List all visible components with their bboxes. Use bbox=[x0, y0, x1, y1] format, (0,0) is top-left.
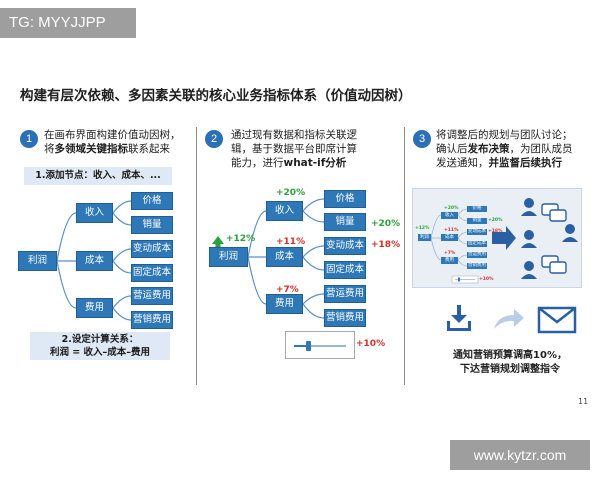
step-1-note-add-nodes: 1.添加节点：收入、成本、... bbox=[24, 167, 172, 185]
node-revenue[interactable]: 收入 bbox=[76, 203, 113, 223]
mini-node-marketing-expense: 营销费用 bbox=[467, 263, 487, 269]
mini-volume-change: +20% bbox=[488, 218, 503, 223]
step-3-line-1: 将调整后的规划与团队讨论； bbox=[436, 129, 573, 141]
notification-caption-line-2: 下达营销规划调整指令 bbox=[460, 364, 560, 375]
step-2-badge: 2 bbox=[205, 130, 223, 148]
step-2-line-1: 通过现有数据和指标关联逻 bbox=[231, 129, 357, 141]
mini-node-operating-expense: 营运费用 bbox=[467, 252, 487, 258]
page-number: 11 bbox=[578, 397, 589, 406]
mini-node-revenue: 收入 bbox=[441, 212, 458, 219]
whatif-node-operating-expense[interactable]: 营运费用 bbox=[324, 285, 366, 303]
mail-icon bbox=[537, 306, 577, 334]
mini-cost-change: +11% bbox=[444, 228, 459, 233]
variable-cost-change: +18% bbox=[371, 240, 401, 250]
volume-change: +20% bbox=[371, 219, 401, 229]
share-arrow-icon bbox=[494, 309, 524, 329]
step-2-description: 通过现有数据和指标关联逻 辑，基于数据平台即席计算 能力，进行what-if分析 bbox=[231, 128, 357, 170]
node-cost[interactable]: 成本 bbox=[76, 251, 113, 271]
node-profit[interactable]: 利润 bbox=[18, 251, 57, 271]
slider-fill bbox=[294, 345, 308, 347]
whatif-node-profit[interactable]: 利润 bbox=[209, 247, 248, 267]
node-variable-cost[interactable]: 变动成本 bbox=[131, 240, 173, 258]
whatif-node-volume[interactable]: 销量 bbox=[324, 213, 366, 231]
mini-node-price: 价格 bbox=[467, 206, 487, 212]
mini-node-variable-cost: 变动成本 bbox=[467, 229, 487, 235]
step-1-note-calc: 2.设定计算关系： 利润 = 收入–成本–费用 bbox=[30, 332, 170, 360]
step-1-line-1: 在画布界面构建价值动因树， bbox=[44, 129, 181, 141]
download-icon bbox=[447, 305, 471, 331]
step-1-badge: 1 bbox=[20, 130, 38, 148]
mini-profit-change: +12% bbox=[415, 226, 430, 231]
slider-handle[interactable] bbox=[306, 341, 311, 351]
watermark-bottom: www.kytzr.com bbox=[450, 440, 590, 470]
whatif-node-fixed-cost[interactable]: 固定成本 bbox=[324, 261, 366, 279]
node-price[interactable]: 价格 bbox=[131, 192, 173, 210]
step-2-line-3: 能力，进行what-if分析 bbox=[231, 157, 347, 169]
whatif-node-revenue[interactable]: 收入 bbox=[266, 201, 303, 221]
mini-node-fixed-cost: 固定成本 bbox=[467, 241, 487, 247]
mini-node-volume: 销量 bbox=[467, 218, 487, 224]
mini-marketing-change: +10% bbox=[479, 277, 494, 282]
notification-caption-line-1: 通知营销预算调高10%， bbox=[453, 350, 567, 361]
node-volume[interactable]: 销量 bbox=[131, 216, 173, 234]
cost-change: +11% bbox=[276, 237, 306, 247]
mini-revenue-change: +20% bbox=[444, 206, 459, 211]
node-operating-expense[interactable]: 营运费用 bbox=[131, 287, 173, 305]
step-2-line-2: 辑，基于数据平台即席计算 bbox=[231, 143, 357, 155]
mini-node-profit: 利润 bbox=[418, 234, 431, 241]
whatif-node-cost[interactable]: 成本 bbox=[266, 247, 303, 267]
whatif-node-variable-cost[interactable]: 变动成本 bbox=[324, 237, 366, 255]
step-1-description: 在画布界面构建价值动因树， 将多领域关键指标联系起来 bbox=[44, 128, 181, 156]
mini-expense-change: +7% bbox=[444, 251, 456, 256]
notification-caption: 通知营销预算调高10%， 下达营销规划调整指令 bbox=[440, 349, 580, 377]
team-group-icon bbox=[521, 198, 578, 279]
whatif-node-marketing-expense[interactable]: 营销费用 bbox=[324, 309, 366, 327]
whatif-node-price[interactable]: 价格 bbox=[324, 190, 366, 208]
step-3-line-2: 确认后发布决策，为团队成员 bbox=[436, 143, 573, 155]
watermark-top: TG: MYYJJPP bbox=[0, 8, 136, 38]
mini-node-cost: 成本 bbox=[441, 234, 458, 241]
slide-title: 构建有层次依赖、多因素关联的核心业务指标体系（价值动因树） bbox=[20, 88, 412, 104]
profit-change: +12% bbox=[226, 234, 256, 244]
step-3-line-3: 发送通知，并监督后续执行 bbox=[436, 157, 562, 169]
node-expense[interactable]: 费用 bbox=[76, 298, 113, 318]
revenue-change: +20% bbox=[276, 188, 306, 198]
step-3-description: 将调整后的规划与团队讨论； 确认后发布决策，为团队成员 发送通知，并监督后续执行 bbox=[436, 128, 573, 170]
slider-track[interactable] bbox=[294, 345, 346, 347]
step-1-line-2: 将多领域关键指标联系起来 bbox=[44, 143, 170, 155]
calc-note-line-1: 2.设定计算关系： bbox=[61, 334, 139, 345]
column-separator-1 bbox=[196, 127, 197, 385]
expense-change: +7% bbox=[276, 285, 299, 295]
whatif-node-expense[interactable]: 费用 bbox=[266, 294, 303, 314]
mini-node-expense: 费用 bbox=[441, 257, 458, 264]
publish-arrow-icon bbox=[492, 226, 516, 250]
step-3-badge: 3 bbox=[413, 130, 431, 148]
whatif-slider-frame bbox=[285, 331, 355, 359]
mini-variable-cost-change: +18% bbox=[488, 229, 503, 234]
calc-note-line-2: 利润 = 收入–成本–费用 bbox=[49, 347, 151, 358]
column-separator-2 bbox=[404, 127, 405, 385]
marketing-change: +10% bbox=[356, 339, 386, 349]
node-marketing-expense[interactable]: 营销费用 bbox=[131, 311, 173, 329]
node-fixed-cost[interactable]: 固定成本 bbox=[131, 264, 173, 282]
